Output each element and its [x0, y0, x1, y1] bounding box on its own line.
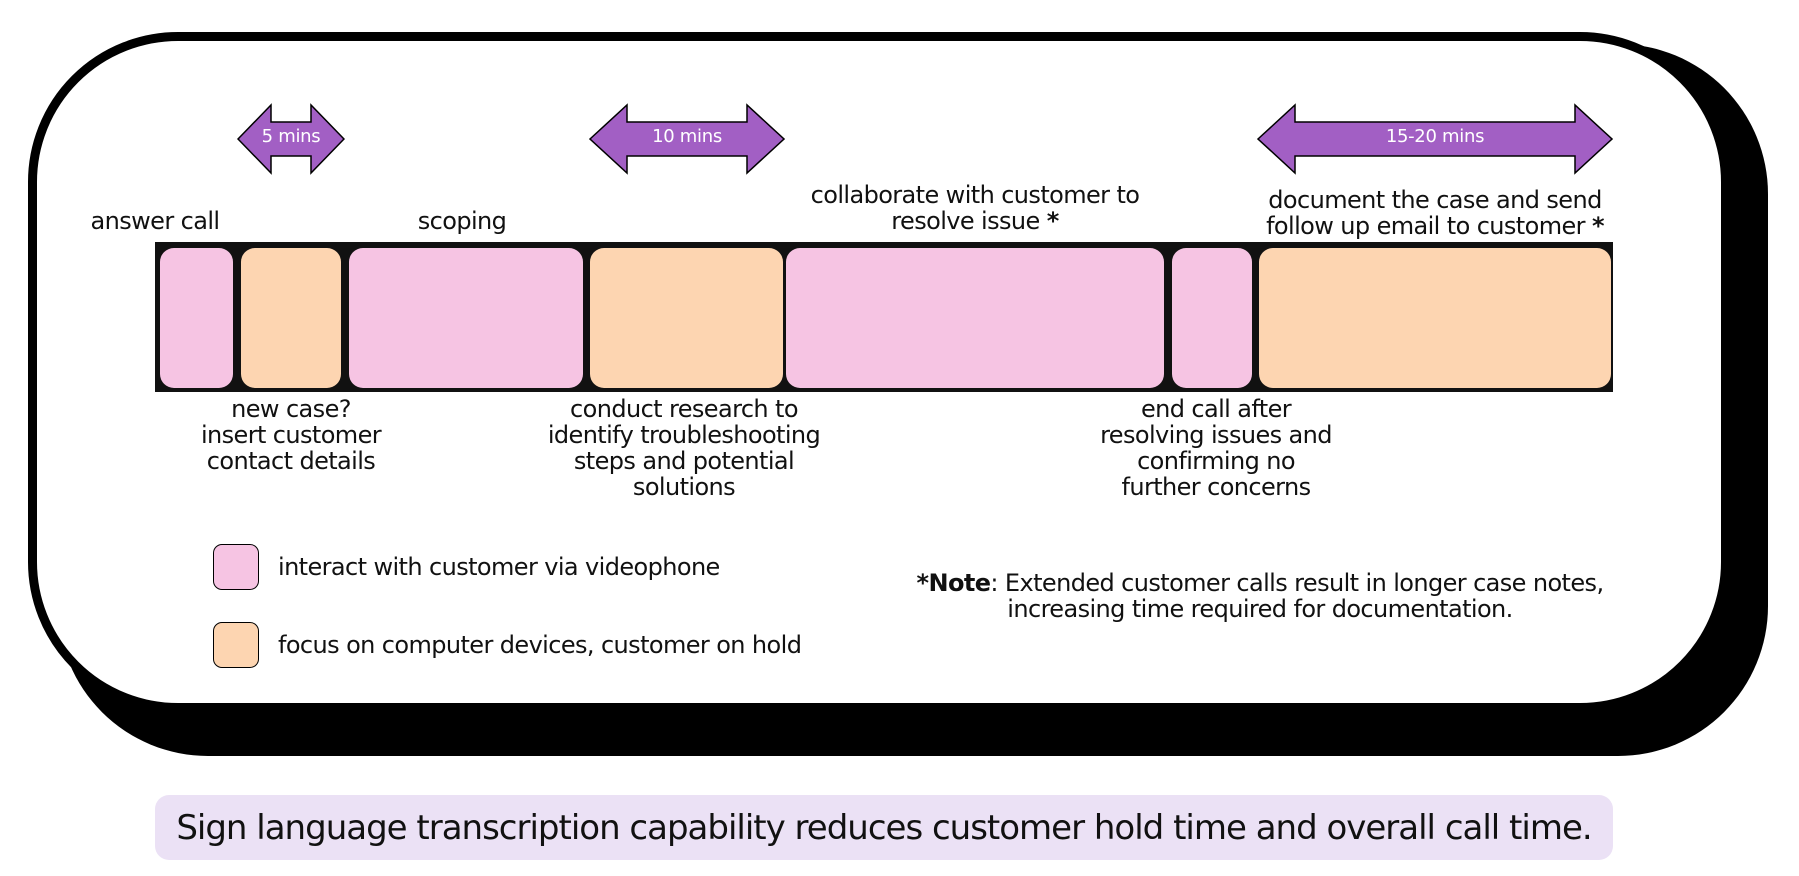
segment-document	[1259, 248, 1611, 388]
note: *Note: Extended customer calls result in…	[880, 570, 1640, 622]
research-line-2: identify troubleshooting	[547, 421, 821, 449]
research-line-3: steps and potential	[573, 447, 795, 475]
document-line-2: follow up email to customer	[1266, 212, 1585, 240]
collaborate-line-2: resolve issue	[891, 207, 1040, 235]
research-line-1: conduct research to	[570, 395, 799, 423]
step-label-answer-call: answer call	[60, 208, 250, 234]
step-label-document: document the case and send follow up ema…	[1235, 187, 1635, 239]
end-call-line-2: resolving issues and	[1100, 421, 1332, 449]
duration-label-10-mins: 10 mins	[652, 126, 722, 147]
duration-label-5-mins: 5 mins	[261, 126, 321, 147]
segment-end-call	[1172, 248, 1252, 388]
legend-label-interact: interact with customer via videophone	[278, 553, 720, 581]
step-label-collaborate: collaborate with customer to resolve iss…	[780, 182, 1170, 234]
document-line-1: document the case and send	[1268, 186, 1602, 214]
footer-text: Sign language transcription capability r…	[176, 807, 1592, 848]
collaborate-line-1: collaborate with customer to	[810, 181, 1140, 209]
new-case-line-3: contact details	[206, 447, 376, 475]
new-case-line-1: new case?	[231, 395, 351, 423]
note-label: *Note	[916, 569, 991, 597]
scoping-text: scoping	[417, 207, 507, 235]
segment-research	[590, 248, 783, 388]
collaborate-asterisk: *	[1046, 207, 1060, 235]
footer-banner: Sign language transcription capability r…	[155, 795, 1613, 860]
answer-call-text: answer call	[90, 207, 221, 235]
end-call-line-3: confirming no	[1137, 447, 1295, 475]
legend-swatch-interact	[213, 544, 259, 590]
step-label-research: conduct research to identify troubleshoo…	[524, 396, 844, 500]
legend-swatch-focus	[213, 622, 259, 668]
step-label-end-call: end call after resolving issues and conf…	[1076, 396, 1356, 500]
end-call-line-4: further concerns	[1121, 473, 1311, 501]
end-call-line-1: end call after	[1140, 395, 1292, 423]
segment-scoping	[349, 248, 583, 388]
research-line-4: solutions	[632, 473, 736, 501]
step-label-new-case: new case? insert customer contact detail…	[171, 396, 411, 474]
note-line-2: increasing time required for documentati…	[1007, 595, 1513, 623]
duration-arrow-15-20-mins	[1257, 103, 1613, 175]
duration-arrow-5-mins	[237, 103, 345, 175]
duration-arrow-10-mins	[589, 103, 785, 175]
step-label-scoping: scoping	[362, 208, 562, 234]
segment-new-case	[241, 248, 341, 388]
segment-collaborate	[786, 248, 1164, 388]
note-line-1: : Extended customer calls result in long…	[990, 569, 1604, 597]
document-asterisk: *	[1591, 212, 1605, 240]
segment-answer-call	[160, 248, 233, 388]
duration-label-15-20-mins: 15-20 mins	[1385, 126, 1485, 147]
legend-label-focus: focus on computer devices, customer on h…	[278, 631, 802, 659]
new-case-line-2: insert customer	[200, 421, 382, 449]
